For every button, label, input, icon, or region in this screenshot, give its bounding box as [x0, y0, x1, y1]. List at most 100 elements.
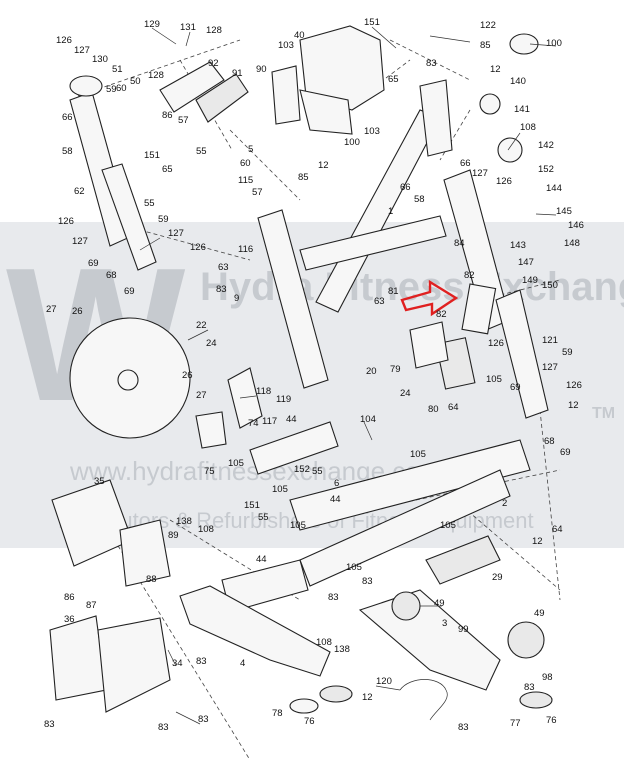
callout-label: 24 [206, 338, 217, 349]
callout-label: 149 [522, 275, 538, 286]
callout-label: 69 [124, 286, 135, 297]
callout-label: 75 [204, 466, 215, 477]
callout-label: 26 [182, 370, 193, 381]
callout-label: 87 [86, 600, 97, 611]
rail-cover [249, 421, 339, 475]
pivot-cap [497, 137, 523, 163]
left-pivot-cap [69, 75, 103, 97]
callout-label: 64 [552, 524, 563, 535]
frame-crossbar [299, 215, 447, 271]
callout-label: 103 [364, 126, 380, 137]
callout-label: 100 [546, 38, 562, 49]
callout-label: 92 [208, 58, 219, 69]
callout-label: 36 [64, 614, 75, 625]
callout-label: 83 [196, 656, 207, 667]
callout-label: 116 [238, 244, 253, 255]
callout-label: 55 [196, 146, 207, 157]
console-panel [195, 73, 249, 123]
callout-label: 152 [538, 164, 554, 175]
callout-label: 99 [458, 624, 469, 635]
callout-label: 151 [364, 17, 380, 28]
callout-label: 108 [198, 524, 214, 535]
pivot-cover [509, 33, 539, 55]
callout-label: 126 [58, 216, 74, 227]
callout-label: 105 [440, 520, 456, 531]
callout-label: 63 [218, 262, 229, 273]
callout-label: 80 [428, 404, 439, 415]
callout-label: 34 [172, 658, 183, 669]
callout-label: 127 [472, 168, 488, 179]
callout-label: 83 [362, 576, 373, 587]
callout-label: 12 [362, 692, 373, 703]
callout-label: 3 [442, 618, 447, 629]
incline-motor [119, 519, 171, 587]
callout-label: 130 [92, 54, 108, 65]
callout-label: 115 [238, 175, 253, 186]
callout-label: 121 [542, 335, 558, 346]
callout-label: 63 [374, 296, 385, 307]
callout-label: 129 [144, 19, 160, 30]
callout-label: 66 [460, 158, 471, 169]
right-stabilizer [358, 589, 501, 691]
callout-label: 64 [448, 402, 459, 413]
crank-housing [195, 411, 227, 449]
center-rail [289, 439, 531, 531]
callout-label: 66 [400, 182, 411, 193]
callout-label: 85 [480, 40, 491, 51]
callout-label: 55 [258, 512, 269, 523]
callout-label: 122 [480, 20, 496, 31]
callout-label: 60 [116, 83, 127, 94]
callout-label: 78 [272, 708, 283, 719]
callout-label: 127 [72, 236, 88, 247]
callout-label: 69 [88, 258, 99, 269]
callout-label: 83 [328, 592, 339, 603]
callout-label: 108 [520, 122, 536, 133]
callout-label: 58 [414, 194, 425, 205]
callout-label: 27 [46, 304, 57, 315]
callout-label: 59 [562, 347, 573, 358]
callout-label: 6 [334, 478, 339, 489]
rear-shroud [49, 615, 107, 701]
power-cord [399, 679, 448, 721]
shroud-lower [299, 89, 353, 135]
callout-label: 91 [232, 68, 243, 79]
callout-label: 12 [532, 536, 543, 547]
frame-top-post [419, 79, 453, 157]
callout-label: 83 [426, 58, 437, 69]
callout-label: 22 [196, 320, 207, 331]
callout-label: 105 [272, 484, 288, 495]
watermark-brand: Hydra Fitness Exchange [200, 265, 624, 309]
callout-label: 51 [112, 64, 123, 75]
callout-label: 55 [312, 466, 323, 477]
wheel-right [519, 691, 553, 709]
left-lower-arm [101, 163, 157, 271]
callout-label: 76 [546, 715, 557, 726]
callout-label: 83 [524, 682, 535, 693]
callout-label: 82 [464, 270, 475, 281]
callout-label: 138 [334, 644, 350, 655]
callout-label: 44 [256, 554, 267, 565]
callout-label: 35 [94, 476, 105, 487]
callout-label: 141 [514, 104, 530, 115]
console-upright [271, 65, 301, 125]
callout-label: 118 [256, 386, 271, 397]
callout-label: 119 [276, 394, 291, 405]
callout-label: 12 [318, 160, 329, 171]
callout-label: 105 [410, 449, 426, 460]
pedal [425, 535, 501, 585]
callout-label: 100 [344, 137, 360, 148]
main-upright-frame [257, 209, 329, 389]
callout-label: 83 [458, 722, 469, 733]
callout-label: 126 [488, 338, 504, 349]
parts [49, 25, 553, 721]
callout-label: 69 [510, 382, 521, 393]
callout-label: 86 [162, 110, 173, 121]
callout-label: 151 [244, 500, 260, 511]
right-lower-arm [495, 289, 549, 419]
callout-label: 65 [162, 164, 173, 175]
callout-label: 144 [546, 183, 562, 194]
callout-label: 55 [144, 198, 155, 209]
callout-label: 90 [256, 64, 267, 75]
callout-label: 117 [262, 416, 277, 427]
